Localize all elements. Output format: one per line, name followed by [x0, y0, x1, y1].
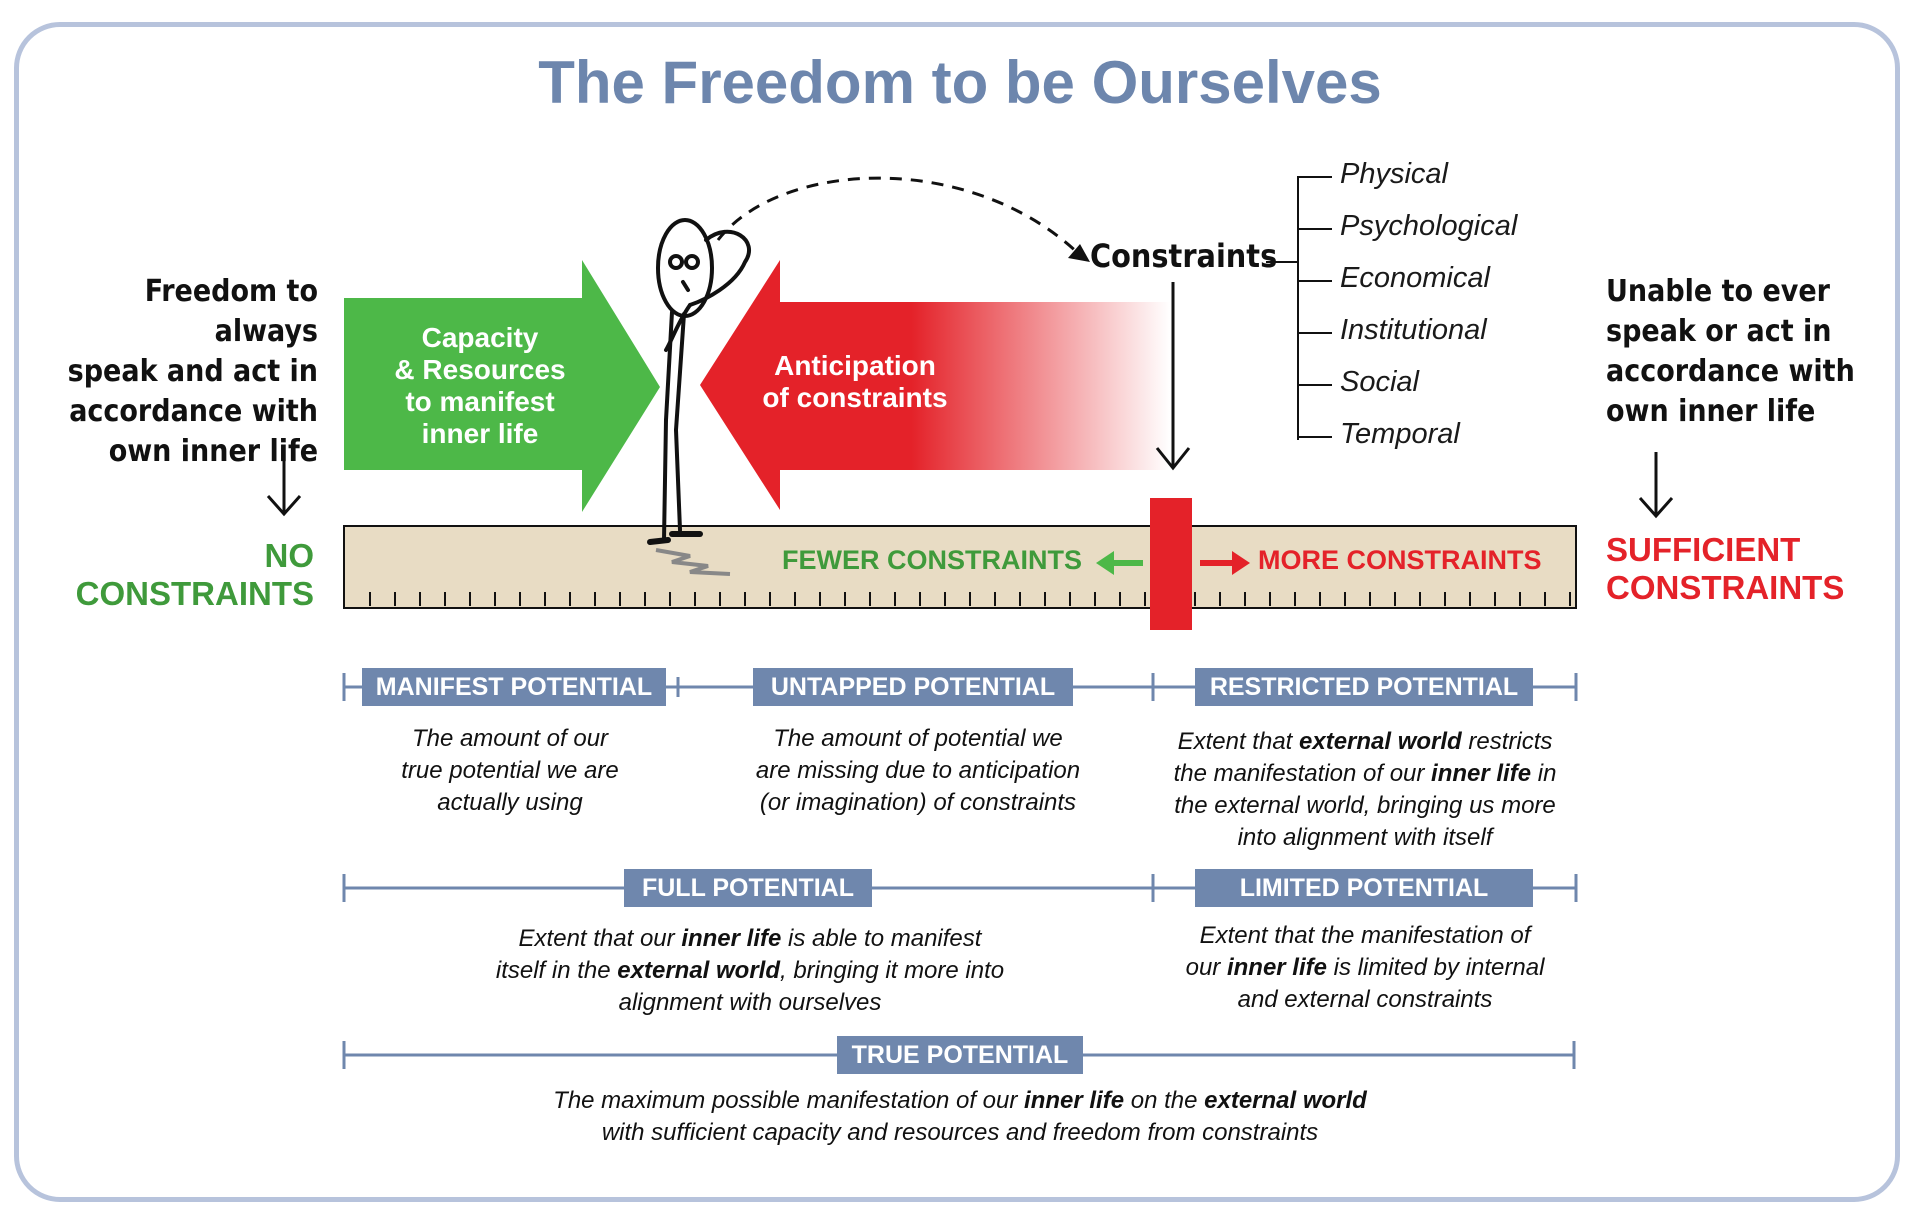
- right-text-line: speak or act in: [1606, 314, 1832, 349]
- desc-emphasis: inner life: [1024, 1087, 1125, 1114]
- more-constraints-label: MORE CONSTRAINTS: [1258, 545, 1542, 575]
- page-title: The Freedom to be Ourselves: [538, 49, 1382, 116]
- desc-text: is limited by internal: [1326, 954, 1545, 981]
- right-text-line: accordance with: [1606, 354, 1855, 389]
- desc-line: itself in the external world, bringing i…: [440, 955, 1060, 987]
- desc-line: The amount of our: [411, 725, 609, 752]
- dashed-curve-arrowhead: [1068, 244, 1090, 262]
- no-constraints-line2: CONSTRAINTS: [75, 575, 314, 612]
- desc-text: itself in the: [495, 957, 618, 984]
- no-constraints-label: NO CONSTRAINTS: [40, 537, 314, 613]
- desc-text: is able to manifest: [781, 925, 982, 952]
- right-side-description: Unable to ever speak or act in accordanc…: [1606, 272, 1896, 432]
- sufficient-constraints-line2: CONSTRAINTS: [1606, 569, 1845, 606]
- desc-line: alignment with ourselves: [618, 989, 882, 1016]
- fewer-constraints-label: FEWER CONSTRAINTS: [782, 545, 1082, 575]
- desc-line: actually using: [437, 789, 583, 816]
- manifest-potential-description: The amount of our true potential we are …: [330, 723, 690, 819]
- right-text-line: Unable to ever: [1606, 274, 1830, 309]
- desc-line: Extent that our inner life is able to ma…: [440, 923, 1060, 955]
- constraint-institutional: Institutional: [1340, 314, 1487, 346]
- constraint-bracket: [1266, 176, 1332, 440]
- desc-text: restricts: [1461, 728, 1553, 755]
- desc-line: are missing due to anticipation: [755, 757, 1081, 784]
- manifest-potential-label: MANIFEST POTENTIAL: [362, 668, 666, 706]
- desc-text: in: [1531, 760, 1557, 787]
- anticipation-arrow-text: Anticipation of constraints: [735, 350, 975, 414]
- desc-emphasis: inner life: [681, 925, 782, 952]
- left-down-arrow: [266, 450, 302, 517]
- capacity-arrow-text: Capacity & Resources to manifest inner l…: [360, 322, 600, 450]
- constraint-physical: Physical: [1340, 158, 1448, 190]
- desc-line: the external world, bringing us more: [1174, 792, 1556, 819]
- floor-shadow: [655, 548, 731, 576]
- desc-emphasis: inner life: [1431, 760, 1532, 787]
- desc-text: Extent that our: [518, 925, 682, 952]
- desc-line: into alignment with itself: [1237, 824, 1493, 851]
- left-text-line: accordance with: [69, 394, 318, 429]
- desc-emphasis: external world: [1299, 728, 1462, 755]
- desc-emphasis: inner life: [1226, 954, 1327, 981]
- constraints-label: Constraints: [1090, 237, 1278, 275]
- full-potential-description: Extent that our inner life is able to ma…: [440, 923, 1060, 1019]
- limited-potential-description: Extent that the manifestation of our inn…: [1140, 920, 1590, 1016]
- left-text-line: speak and act in: [67, 354, 318, 389]
- capacity-line: to manifest: [405, 386, 555, 417]
- desc-emphasis: external world: [1204, 1087, 1367, 1114]
- desc-emphasis: external world: [617, 957, 780, 984]
- capacity-line: Capacity: [421, 322, 539, 353]
- restricted-potential-label: RESTRICTED POTENTIAL: [1195, 668, 1533, 706]
- desc-text: , bringing it more into: [780, 957, 1005, 984]
- constraint-social: Social: [1340, 366, 1419, 398]
- left-side-description: Freedom to always speak and act in accor…: [40, 272, 318, 472]
- desc-line: our inner life is limited by internal: [1140, 952, 1590, 984]
- desc-text: our: [1185, 954, 1227, 981]
- true-potential-label: TRUE POTENTIAL: [837, 1036, 1083, 1074]
- capacity-line: inner life: [421, 418, 539, 449]
- desc-text: The maximum possible manifestation of ou…: [553, 1087, 1025, 1114]
- constraint-marker: [1150, 498, 1192, 630]
- full-potential-label: FULL POTENTIAL: [624, 869, 872, 907]
- sufficient-constraints-label: SUFFICIENT CONSTRAINTS: [1606, 531, 1906, 607]
- anticipation-line: Anticipation: [774, 350, 936, 381]
- right-down-arrow: [1638, 452, 1674, 519]
- anticipation-arrow: [700, 260, 1170, 510]
- sufficient-constraints-line1: SUFFICIENT: [1606, 531, 1801, 568]
- desc-line: Extent that the manifestation of: [1199, 922, 1531, 949]
- constraints-down-arrow: [1155, 282, 1191, 471]
- desc-line: true potential we are: [401, 757, 619, 784]
- dashed-curve: [716, 176, 1082, 257]
- desc-text: the manifestation of our: [1173, 760, 1432, 787]
- desc-line: the manifestation of our inner life in: [1140, 758, 1590, 790]
- constraint-temporal: Temporal: [1340, 418, 1460, 450]
- right-text-line: own inner life: [1606, 394, 1816, 429]
- untapped-potential-label: UNTAPPED POTENTIAL: [753, 668, 1073, 706]
- desc-line: The amount of potential we: [773, 725, 1063, 752]
- diagram-frame: [14, 22, 1900, 1202]
- limited-potential-label: LIMITED POTENTIAL: [1195, 869, 1533, 907]
- desc-text: Extent that: [1177, 728, 1299, 755]
- constraint-economical: Economical: [1340, 262, 1490, 294]
- stick-figure: [647, 218, 751, 545]
- left-text-line: Freedom to always: [144, 274, 318, 349]
- desc-line: (or imagination) of constraints: [759, 789, 1077, 816]
- desc-line: The maximum possible manifestation of ou…: [420, 1085, 1500, 1117]
- capacity-line: & Resources: [394, 354, 566, 385]
- true-potential-description: The maximum possible manifestation of ou…: [420, 1085, 1500, 1149]
- desc-line: with sufficient capacity and resources a…: [601, 1119, 1319, 1146]
- constraint-psychological: Psychological: [1340, 210, 1518, 242]
- no-constraints-line1: NO: [264, 537, 315, 574]
- desc-line: and external constraints: [1237, 986, 1493, 1013]
- fewer-arrow-icon: [1096, 551, 1143, 575]
- desc-line: Extent that external world restricts: [1140, 726, 1590, 758]
- desc-text: on the: [1124, 1087, 1205, 1114]
- anticipation-line: of constraints: [762, 382, 948, 413]
- restricted-potential-description: Extent that external world restricts the…: [1140, 726, 1590, 854]
- capacity-arrow: [344, 260, 660, 512]
- more-arrow-icon: [1200, 551, 1250, 575]
- untapped-potential-description: The amount of potential we are missing d…: [712, 723, 1124, 819]
